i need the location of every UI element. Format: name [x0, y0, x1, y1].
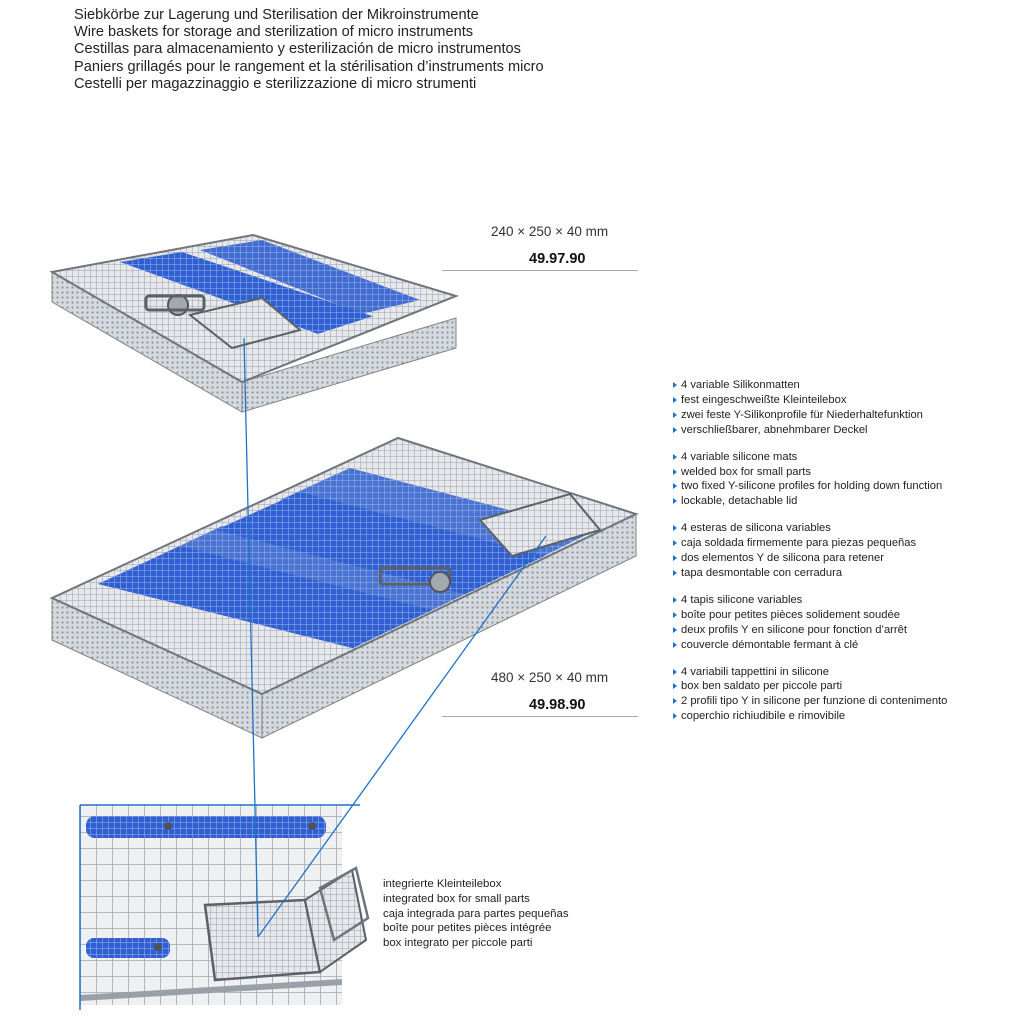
- inset-label-de: integrierte Kleinteilebox: [383, 878, 502, 890]
- list-item: deux profils Y en silicone pour fonction…: [672, 623, 1012, 638]
- product-2-rule: [442, 716, 638, 717]
- leader-line-small: [243, 337, 259, 938]
- inset-small-box-image: [203, 866, 370, 982]
- list-item: two fixed Y-silicone profiles for holdin…: [672, 479, 1012, 494]
- header-titles: Siebkörbe zur Lagerung und Sterilisation…: [74, 7, 544, 93]
- product-1-dimensions: 240 × 250 × 40 mm: [491, 224, 609, 239]
- list-item: 2 profili tipo Y in silicone per funzion…: [672, 694, 1012, 709]
- feature-group-es: 4 esteras de silicona variables caja sol…: [672, 521, 1012, 581]
- title-es: Cestillas para almacenamiento y esterili…: [74, 41, 521, 58]
- list-item: lockable, detachable lid: [672, 494, 1012, 509]
- product-2-dimensions: 480 × 250 × 40 mm: [491, 670, 609, 685]
- title-it: Cestelli per magazzinaggio e sterilizzaz…: [74, 75, 477, 92]
- list-item: 4 variable silicone mats: [672, 450, 1012, 465]
- product-2-code: 49.98.90: [529, 697, 586, 713]
- list-item: tapa desmontable con cerradura: [672, 566, 1012, 581]
- list-item: 4 variable Silikonmatten: [672, 378, 1012, 393]
- title-en: Wire baskets for storage and sterilizati…: [74, 24, 474, 41]
- product-1-code: 49.97.90: [529, 251, 586, 267]
- product-1-rule: [442, 270, 638, 271]
- small-basket-image: [49, 233, 460, 413]
- large-basket-image: [49, 436, 639, 739]
- title-de: Siebkörbe zur Lagerung und Sterilisation…: [74, 7, 479, 23]
- list-item: welded box for small parts: [672, 465, 1012, 480]
- list-item: coperchio richiudibile e rimovibile: [672, 709, 1012, 724]
- list-item: dos elementos Y de silicona para retener: [672, 551, 1012, 566]
- list-item: box ben saldato per piccole parti: [672, 679, 1012, 694]
- list-item: 4 esteras de silicona variables: [672, 521, 1012, 536]
- list-item: zwei feste Y-Silikonprofile für Niederha…: [672, 408, 1012, 423]
- feature-group-it: 4 variabili tappettini in silicone box b…: [672, 665, 1012, 725]
- title-fr: Paniers grillagés pour le rangement et l…: [74, 58, 544, 75]
- feature-group-en: 4 variable silicone mats welded box for …: [672, 450, 1012, 510]
- inset-caption: integrierte Kleinteilebox integrated box…: [383, 877, 569, 951]
- leader-line-large: [257, 535, 547, 938]
- inset-label-it: box integrato per piccole parti: [383, 937, 533, 950]
- inset-label-es: caja integrada para partes pequeñas: [383, 907, 569, 920]
- list-item: boîte pour petites pièces solidement sou…: [672, 608, 1012, 623]
- inset-label-fr: boîte pour petites pièces intégrée: [383, 922, 552, 935]
- feature-group-fr: 4 tapis silicone variables boîte pour pe…: [672, 593, 1012, 653]
- feature-list: 4 variable Silikonmatten fest eingeschwe…: [672, 378, 1012, 736]
- feature-group-de: 4 variable Silikonmatten fest eingeschwe…: [672, 378, 1012, 438]
- list-item: 4 variabili tappettini in silicone: [672, 665, 1012, 680]
- list-item: caja soldada firmemente para piezas pequ…: [672, 536, 1012, 551]
- list-item: couvercle démontable fermant à clé: [672, 638, 1012, 653]
- list-item: verschließbarer, abnehmbarer Deckel: [672, 423, 1012, 438]
- inset-label-en: integrated box for small parts: [383, 892, 530, 905]
- list-item: fest eingeschweißte Kleinteilebox: [672, 393, 1012, 408]
- list-item: 4 tapis silicone variables: [672, 593, 1012, 608]
